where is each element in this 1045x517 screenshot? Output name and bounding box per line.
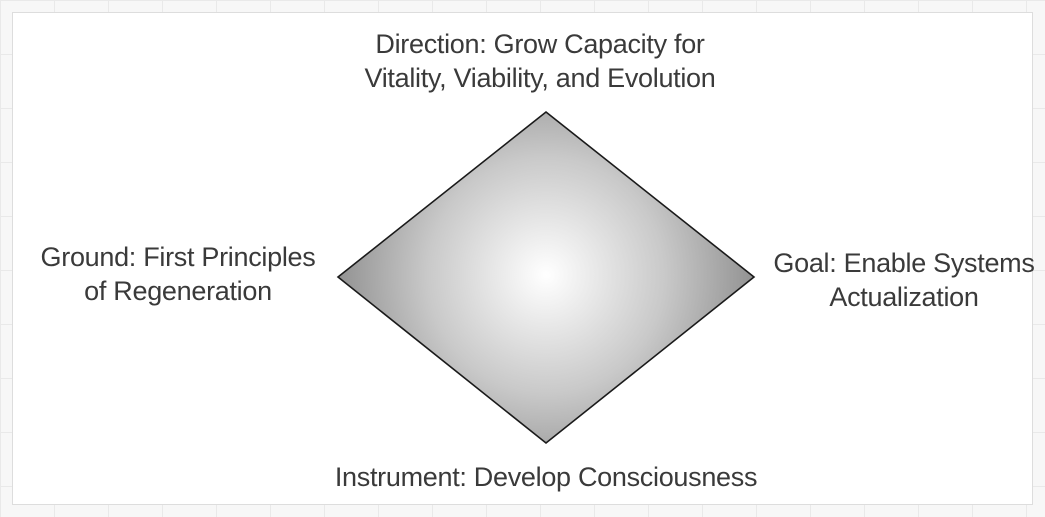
goal-label: Goal: Enable Systems Actualization: [764, 246, 1044, 314]
direction-label-line-2: Vitality, Viability, and Evolution: [364, 63, 716, 93]
ground-label-line-1: Ground: First Principles: [40, 242, 316, 272]
instrument-label-line-1: Instrument: Develop Consciousness: [334, 462, 758, 492]
ground-label: Ground: First Principles of Regeneration: [28, 240, 328, 308]
diamond-shape: [336, 110, 756, 445]
goal-label-line-2: Actualization: [829, 282, 979, 312]
goal-label-line-1: Goal: Enable Systems: [773, 248, 1035, 278]
direction-label-line-1: Direction: Grow Capacity for: [375, 29, 705, 59]
ground-label-line-2: of Regeneration: [84, 276, 272, 306]
direction-label: Direction: Grow Capacity for Vitality, V…: [340, 27, 740, 95]
instrument-label: Instrument: Develop Consciousness: [296, 460, 796, 494]
